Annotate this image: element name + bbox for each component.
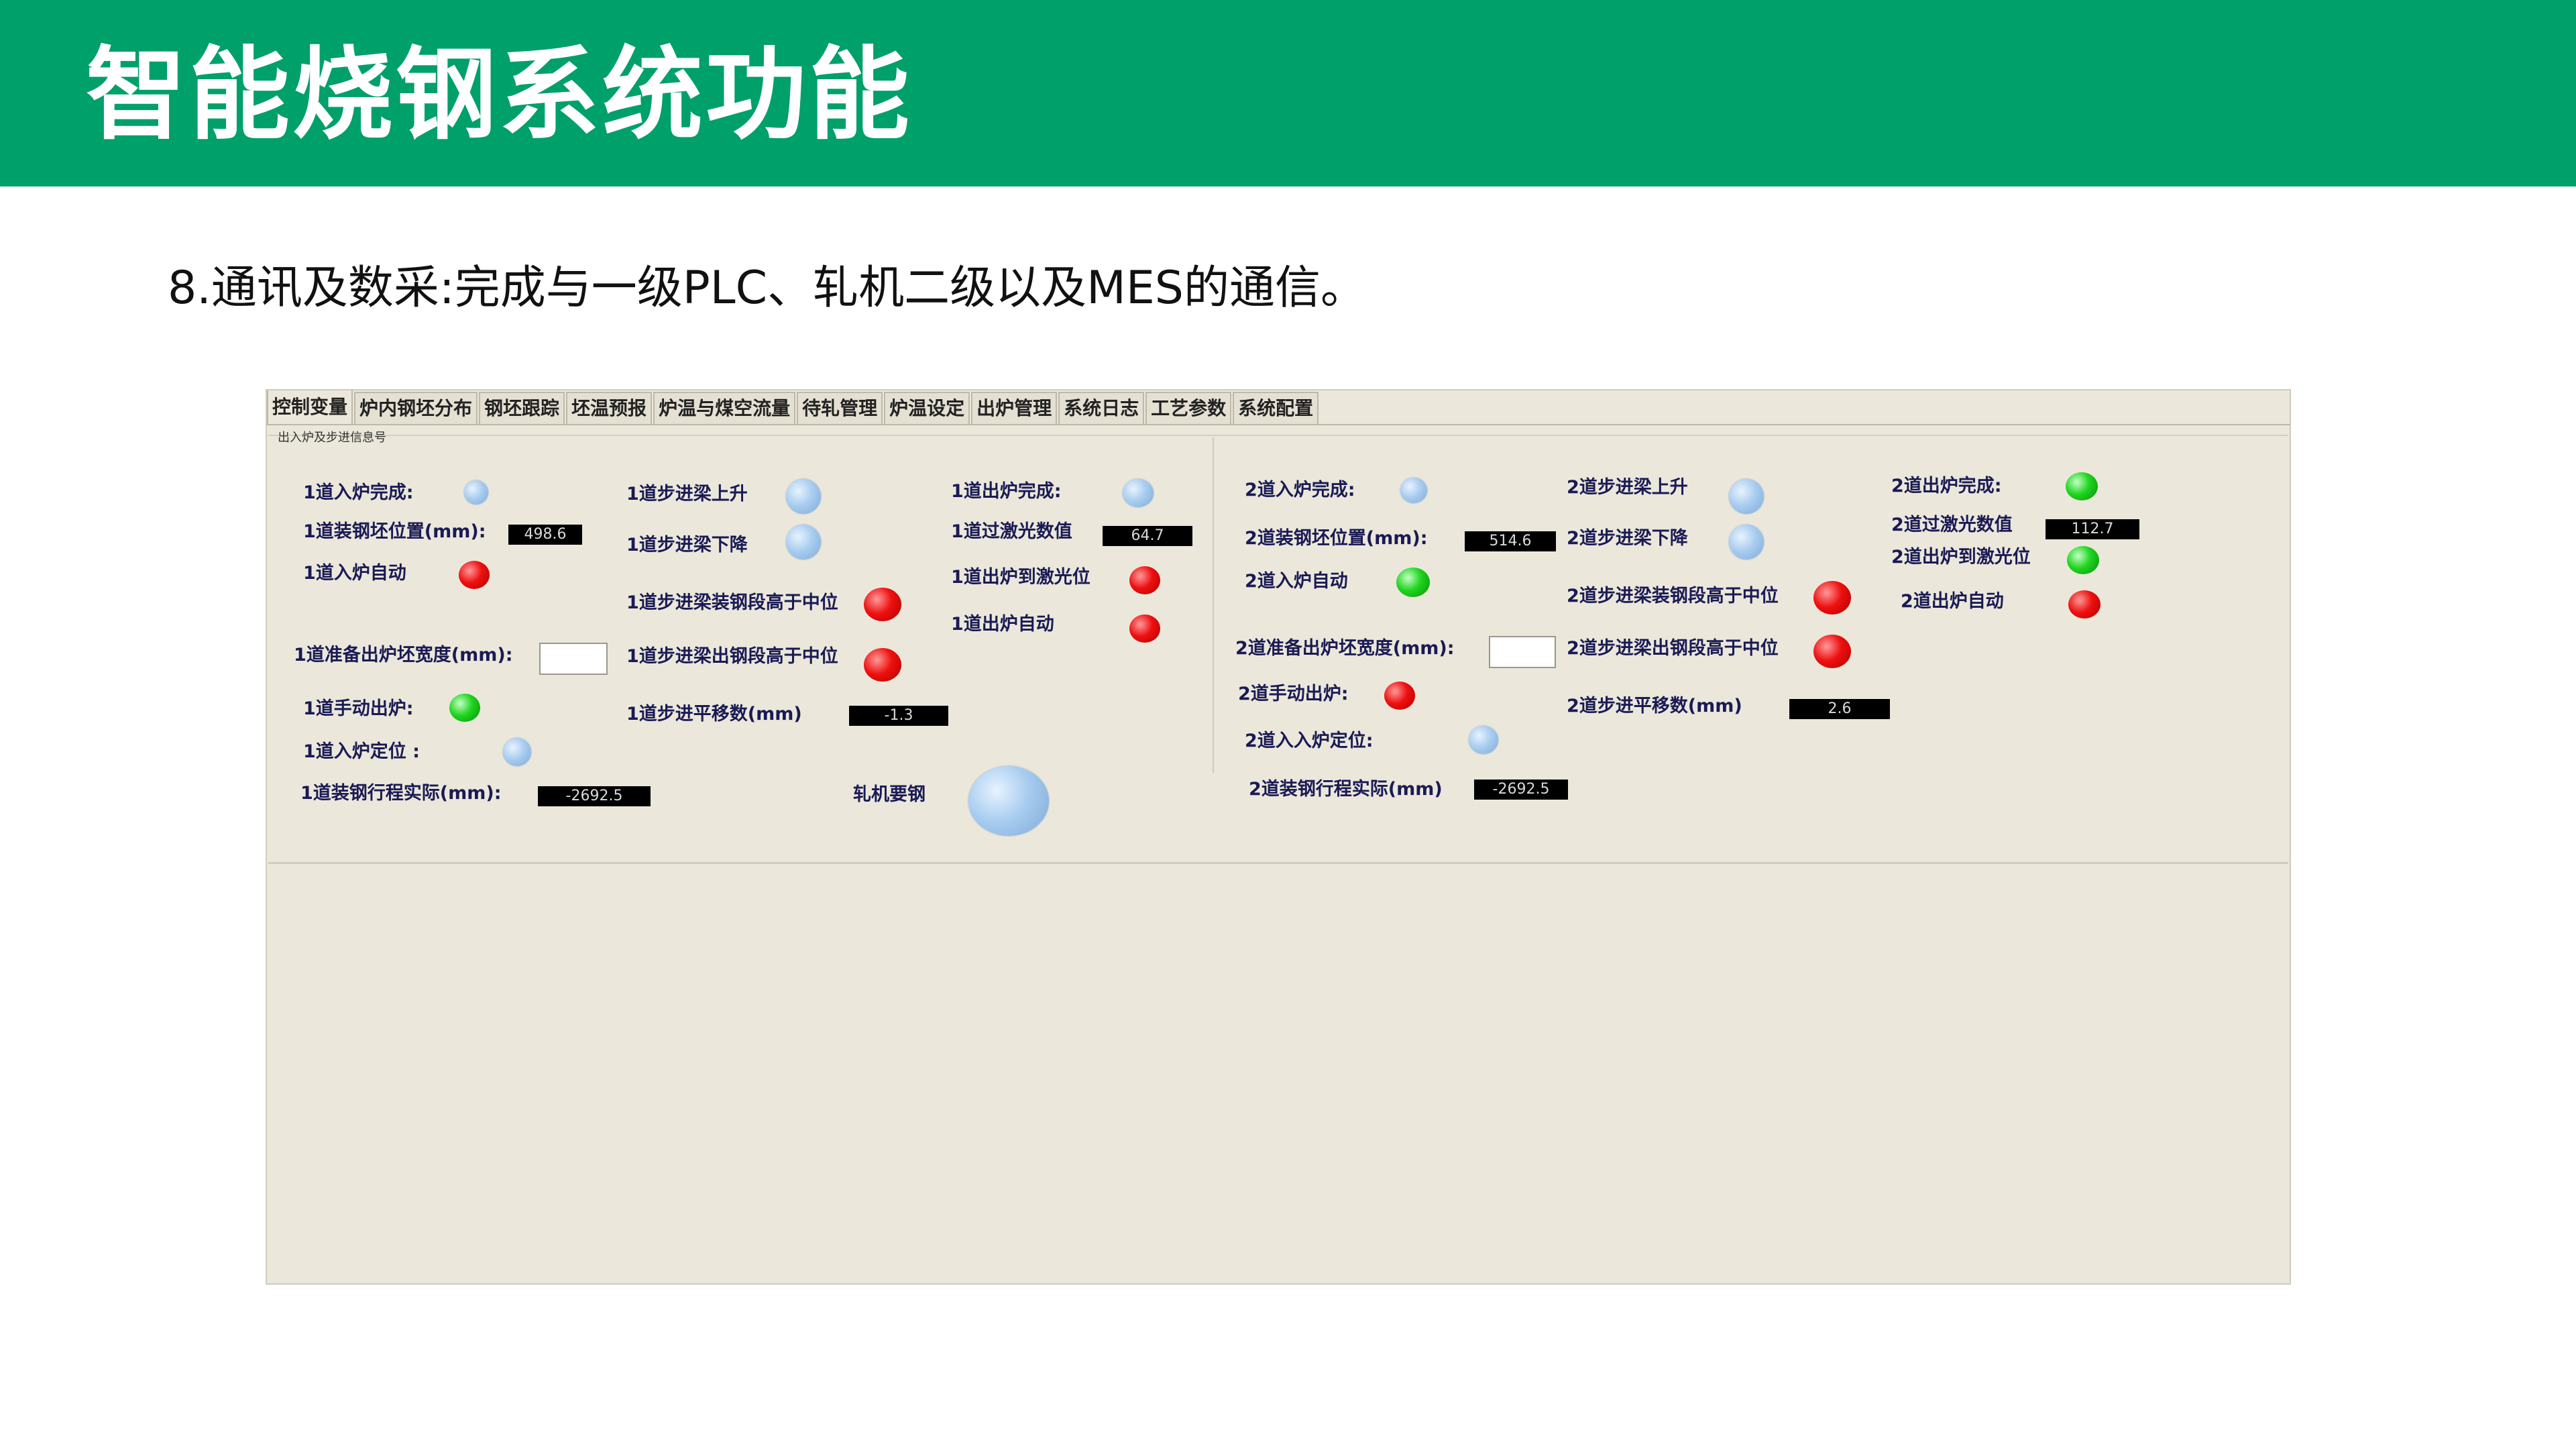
line-divider xyxy=(1213,437,1214,773)
slide-title: 智能烧钢系统功能 xyxy=(86,37,913,154)
line2-beam-discharge-above-mid-indicator xyxy=(1813,635,1851,668)
line2-discharge-done-indicator xyxy=(2066,472,2098,500)
line2-beam-charge-above-mid-indicator xyxy=(1813,581,1851,614)
line2-laser-value-label: 2道过激光数值 xyxy=(1891,515,2013,535)
app-screenshot: 控制变量 炉内钢坯分布 钢坯跟踪 坯温预报 炉温与煤空流量 待轧管理 炉温设定 … xyxy=(266,389,2291,1285)
line1-beam-up-indicator xyxy=(786,479,821,514)
line1-prep-width-input[interactable] xyxy=(539,643,608,675)
line2-charging-position-value: 514.6 xyxy=(1465,531,1556,551)
line1-manual-discharge-indicator xyxy=(449,694,480,722)
line2-beam-down-label: 2道步进梁下降 xyxy=(1567,528,1688,549)
line1-beam-discharge-above-mid-label: 1道步进梁出钢段高于中位 xyxy=(626,646,838,667)
line1-discharge-auto-label: 1道出炉自动 xyxy=(951,614,1054,635)
line2-entry-done-label: 2道入炉完成: xyxy=(1245,480,1355,500)
line1-laser-value-label: 1道过激光数值 xyxy=(951,521,1072,542)
line2-entry-position-indicator xyxy=(1469,726,1498,754)
line2-entry-done-indicator xyxy=(1400,478,1427,503)
line2-beam-discharge-above-mid-label: 2道步进梁出钢段高于中位 xyxy=(1567,638,1779,659)
line2-beam-translation-label: 2道步进平移数(mm) xyxy=(1567,696,1742,716)
tab-furnace-temp-gas-air-flow[interactable]: 炉温与煤空流量 xyxy=(653,392,796,424)
line2-entry-position-label: 2道入入炉定位: xyxy=(1245,731,1374,751)
line2-beam-down-indicator xyxy=(1729,525,1764,559)
line2-beam-up-label: 2道步进梁上升 xyxy=(1567,477,1688,498)
line1-manual-discharge-label: 1道手动出炉: xyxy=(303,698,414,719)
line2-discharge-done-label: 2道出炉完成: xyxy=(1891,476,2002,496)
line1-beam-charge-above-mid-indicator xyxy=(864,588,901,621)
line1-charging-travel-label: 1道装钢行程实际(mm): xyxy=(300,783,502,804)
line1-discharge-done-label: 1道出炉完成: xyxy=(951,481,1062,502)
tab-system-config[interactable]: 系统配置 xyxy=(1233,392,1319,424)
line1-charging-position-label: 1道装钢坯位置(mm): xyxy=(303,521,486,542)
line1-discharge-at-laser-label: 1道出炉到激光位 xyxy=(951,567,1090,588)
line2-laser-value-value: 112.7 xyxy=(2046,519,2139,539)
line1-charging-position-value: 498.6 xyxy=(508,525,582,545)
tab-control-variables[interactable]: 控制变量 xyxy=(267,390,353,424)
mill-request-indicator xyxy=(968,766,1049,836)
line2-discharge-at-laser-indicator xyxy=(2067,546,2099,574)
line1-beam-up-label: 1道步进梁上升 xyxy=(626,484,748,504)
line1-entry-auto-indicator xyxy=(459,561,490,589)
line1-discharge-at-laser-indicator xyxy=(1129,566,1160,594)
tab-discharge-management[interactable]: 出炉管理 xyxy=(971,392,1058,424)
line1-discharge-done-indicator xyxy=(1123,479,1154,507)
tab-rolling-wait-management[interactable]: 待轧管理 xyxy=(797,392,883,424)
line2-entry-auto-indicator xyxy=(1396,568,1430,597)
tab-billet-distribution[interactable]: 炉内钢坯分布 xyxy=(354,392,478,424)
tab-furnace-temp-setting[interactable]: 炉温设定 xyxy=(884,392,970,424)
tab-billet-tracking[interactable]: 钢坯跟踪 xyxy=(479,392,565,424)
line2-manual-discharge-label: 2道手动出炉: xyxy=(1238,684,1349,704)
header-bar: 智能烧钢系统功能 xyxy=(0,0,2576,186)
tab-system-log[interactable]: 系统日志 xyxy=(1058,392,1145,424)
slide-subtitle: 8.通讯及数采:完成与一级PLC、轧机二级以及MES的通信。 xyxy=(168,262,1366,315)
line1-beam-down-label: 1道步进梁下降 xyxy=(626,535,748,555)
tab-process-parameters[interactable]: 工艺参数 xyxy=(1145,392,1232,424)
line1-beam-charge-above-mid-label: 1道步进梁装钢段高于中位 xyxy=(626,592,838,613)
tab-strip: 控制变量 炉内钢坯分布 钢坯跟踪 坯温预报 炉温与煤空流量 待轧管理 炉温设定 … xyxy=(267,390,2290,425)
signal-group-frame xyxy=(268,435,2288,864)
line2-discharge-at-laser-label: 2道出炉到激光位 xyxy=(1891,547,2031,568)
line2-beam-charge-above-mid-label: 2道步进梁装钢段高于中位 xyxy=(1567,586,1779,606)
line1-prep-width-label: 1道准备出炉坯宽度(mm): xyxy=(294,645,513,665)
line1-charging-travel-value: -2692.5 xyxy=(538,786,651,806)
line1-entry-position-label: 1道入炉定位 : xyxy=(303,741,420,762)
line1-discharge-auto-indicator xyxy=(1129,614,1160,643)
tab-billet-temp-forecast[interactable]: 坯温预报 xyxy=(566,392,653,424)
line2-entry-auto-label: 2道入炉自动 xyxy=(1245,571,1348,592)
line2-charging-travel-label: 2道装钢行程实际(mm) xyxy=(1249,779,1443,800)
line2-manual-discharge-indicator xyxy=(1384,682,1415,710)
line1-beam-translation-label: 1道步进平移数(mm) xyxy=(626,704,802,724)
mill-request-label: 轧机要钢 xyxy=(853,784,926,805)
line1-entry-done-label: 1道入炉完成: xyxy=(303,482,414,503)
line1-entry-auto-label: 1道入炉自动 xyxy=(303,563,406,584)
line2-prep-width-label: 2道准备出炉坯宽度(mm): xyxy=(1235,638,1455,659)
line2-charging-position-label: 2道装钢坯位置(mm): xyxy=(1245,528,1428,549)
line2-prep-width-input[interactable] xyxy=(1489,636,1556,668)
line1-beam-down-indicator xyxy=(786,525,821,559)
line2-charging-travel-value: -2692.5 xyxy=(1474,780,1568,800)
line2-discharge-auto-indicator xyxy=(2068,590,2101,619)
line1-laser-value-value: 64.7 xyxy=(1103,526,1192,546)
line1-entry-done-indicator xyxy=(464,480,488,504)
line2-beam-up-indicator xyxy=(1729,479,1764,514)
line1-entry-position-indicator xyxy=(503,738,531,766)
line2-beam-translation-value: 2.6 xyxy=(1789,699,1890,719)
line1-beam-translation-value: -1.3 xyxy=(849,706,948,726)
line2-discharge-auto-label: 2道出炉自动 xyxy=(1901,591,2004,612)
signal-group-caption: 出入炉及步进信息号 xyxy=(278,431,386,445)
line1-beam-discharge-above-mid-indicator xyxy=(864,648,901,682)
